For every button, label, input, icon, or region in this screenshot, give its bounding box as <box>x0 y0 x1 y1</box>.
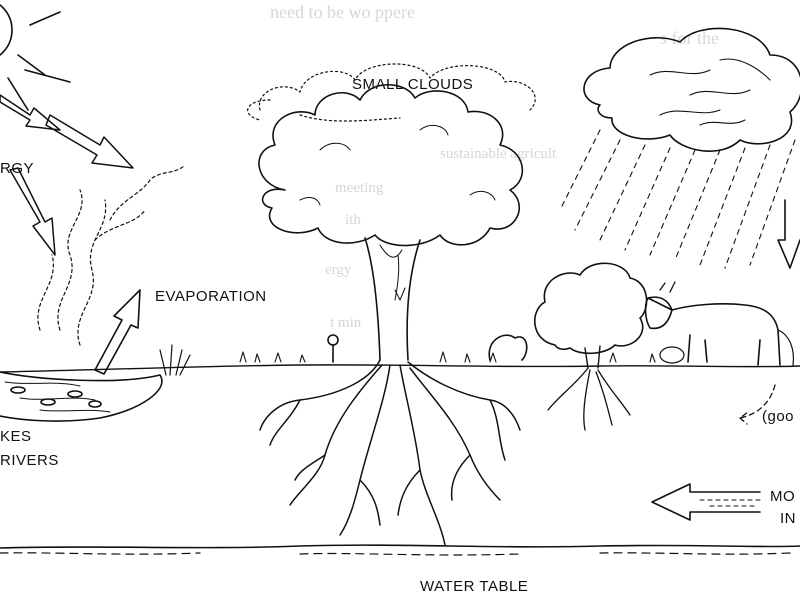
shrub <box>488 334 528 361</box>
bleed-text-1: need to be wo ppere <box>270 2 415 22</box>
label-small-clouds: SMALL CLOUDS <box>352 76 474 93</box>
bleed-text-3: sustainable agricult <box>440 146 557 162</box>
lake-grass <box>159 344 191 376</box>
bleed-text-4: meeting <box>335 180 384 196</box>
good-arrow <box>739 384 776 425</box>
bleed-text-2: s for the <box>660 28 719 48</box>
bleed-text-6: ergy <box>325 262 352 278</box>
big-tree-trunk <box>364 237 421 361</box>
label-rivers: RIVERS <box>0 452 59 469</box>
label-more: MO <box>770 488 796 505</box>
small-tree <box>533 262 648 431</box>
sun-icon <box>0 4 71 111</box>
rain <box>559 129 796 269</box>
flower-icon <box>327 334 339 363</box>
evaporation-vapor-lines <box>37 164 186 346</box>
bleed-text-7: t min <box>330 315 362 331</box>
big-tree-canopy <box>258 84 524 247</box>
rain-arrow <box>777 199 800 269</box>
water-table-line <box>0 544 800 556</box>
label-evaporation: EVAPORATION <box>155 288 267 305</box>
evaporation-arrow <box>94 289 141 375</box>
label-good: (goo <box>762 408 795 425</box>
bleed-text-5: ith <box>345 212 361 228</box>
ground-line <box>0 364 800 373</box>
label-energy: RGY <box>0 160 35 177</box>
label-in: IN <box>780 510 796 527</box>
moisture-arrow <box>651 483 761 521</box>
energy-arrow <box>0 94 134 256</box>
label-water-table: WATER TABLE <box>420 578 529 595</box>
cow-icon <box>644 281 795 366</box>
grass <box>239 351 656 363</box>
lake <box>0 371 163 422</box>
label-lakes: KES <box>0 428 32 445</box>
small-clouds <box>247 63 536 122</box>
rain-cloud <box>583 27 800 152</box>
big-tree-roots <box>259 359 521 546</box>
